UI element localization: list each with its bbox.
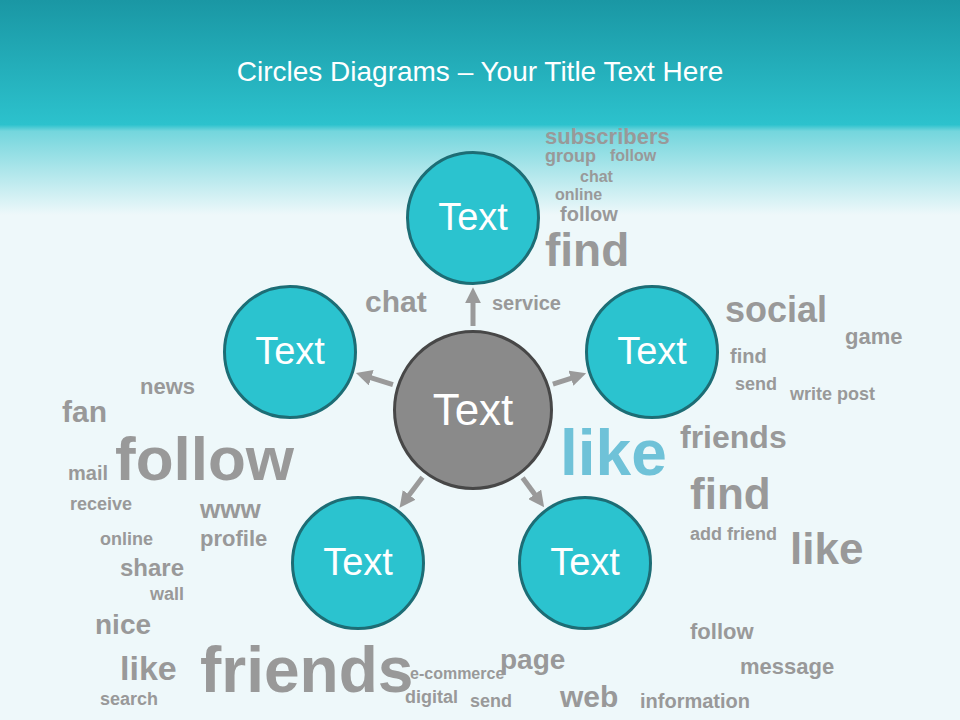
circle-shape (587, 287, 718, 418)
word-cloud-word: www (200, 495, 261, 524)
word-cloud-word: search (100, 690, 158, 710)
word-cloud-word: find (545, 225, 629, 276)
word-cloud-word: digital (405, 688, 458, 708)
word-cloud-word: game (845, 325, 902, 349)
node-label: Text (433, 385, 514, 436)
node-label: Text (255, 330, 325, 374)
word-cloud-word: subscribers (545, 125, 670, 149)
circle-shape (293, 498, 424, 629)
word-cloud-word: information (640, 690, 750, 712)
word-cloud-word: wall (150, 585, 184, 605)
word-cloud-word: like (560, 418, 667, 488)
word-cloud-word: find (690, 470, 771, 518)
circle-node: Text (585, 285, 719, 419)
word-cloud-word: chat (365, 285, 427, 318)
word-cloud-word: follow (560, 203, 618, 225)
circle-node: Text (406, 151, 540, 285)
arrow-connector (523, 478, 537, 497)
word-cloud-word: page (500, 645, 565, 676)
word-cloud-word: profile (200, 527, 267, 551)
word-cloud-word: follow (690, 620, 754, 644)
word-cloud-word: e-commerce (410, 665, 504, 683)
circle-shape (395, 332, 552, 489)
word-cloud-word: mail (68, 462, 108, 484)
circle-node: Text (518, 496, 652, 630)
word-cloud-word: social (725, 290, 827, 330)
word-cloud-word: friends (680, 420, 787, 455)
word-cloud-word: online (100, 530, 153, 550)
word-cloud-word: news (140, 375, 195, 399)
word-cloud-word: web (560, 680, 618, 713)
word-cloud-word: group (545, 147, 596, 167)
word-cloud-word: find (730, 345, 767, 367)
node-label: Text (617, 330, 687, 374)
arrow-connector (368, 377, 393, 385)
word-cloud-word: like (120, 650, 177, 687)
word-cloud-word: message (740, 655, 834, 679)
word-cloud-word: send (470, 692, 512, 712)
word-cloud-word: send (735, 375, 777, 395)
word-cloud-word: friends (200, 635, 413, 705)
word-cloud-word: follow (610, 147, 656, 165)
word-cloud-word: nice (95, 610, 151, 641)
circle-shape (225, 287, 356, 418)
arrow-connector (471, 300, 476, 326)
word-cloud-word: share (120, 555, 184, 581)
arrow-connector (407, 477, 422, 497)
word-cloud-word: write post (790, 385, 875, 405)
word-cloud-word: fan (62, 395, 107, 428)
node-label: Text (550, 541, 620, 585)
circle-node: Text (291, 496, 425, 630)
word-cloud-word: online (555, 186, 602, 204)
circle-node: Text (223, 285, 357, 419)
node-label: Text (323, 541, 393, 585)
node-label: Text (438, 196, 508, 240)
word-cloud-word: follow (115, 425, 294, 493)
arrow-connector (553, 377, 574, 384)
word-cloud-word: receive (70, 495, 132, 515)
circle-node: Text (393, 330, 553, 490)
word-cloud-word: add friend (690, 525, 777, 545)
slide-title: Circles Diagrams – Your Title Text Here (0, 55, 960, 89)
circle-shape (408, 153, 539, 284)
word-cloud-word: service (492, 292, 561, 314)
circle-shape (520, 498, 651, 629)
word-cloud-word: like (790, 525, 863, 573)
word-cloud-word: chat (580, 168, 613, 186)
